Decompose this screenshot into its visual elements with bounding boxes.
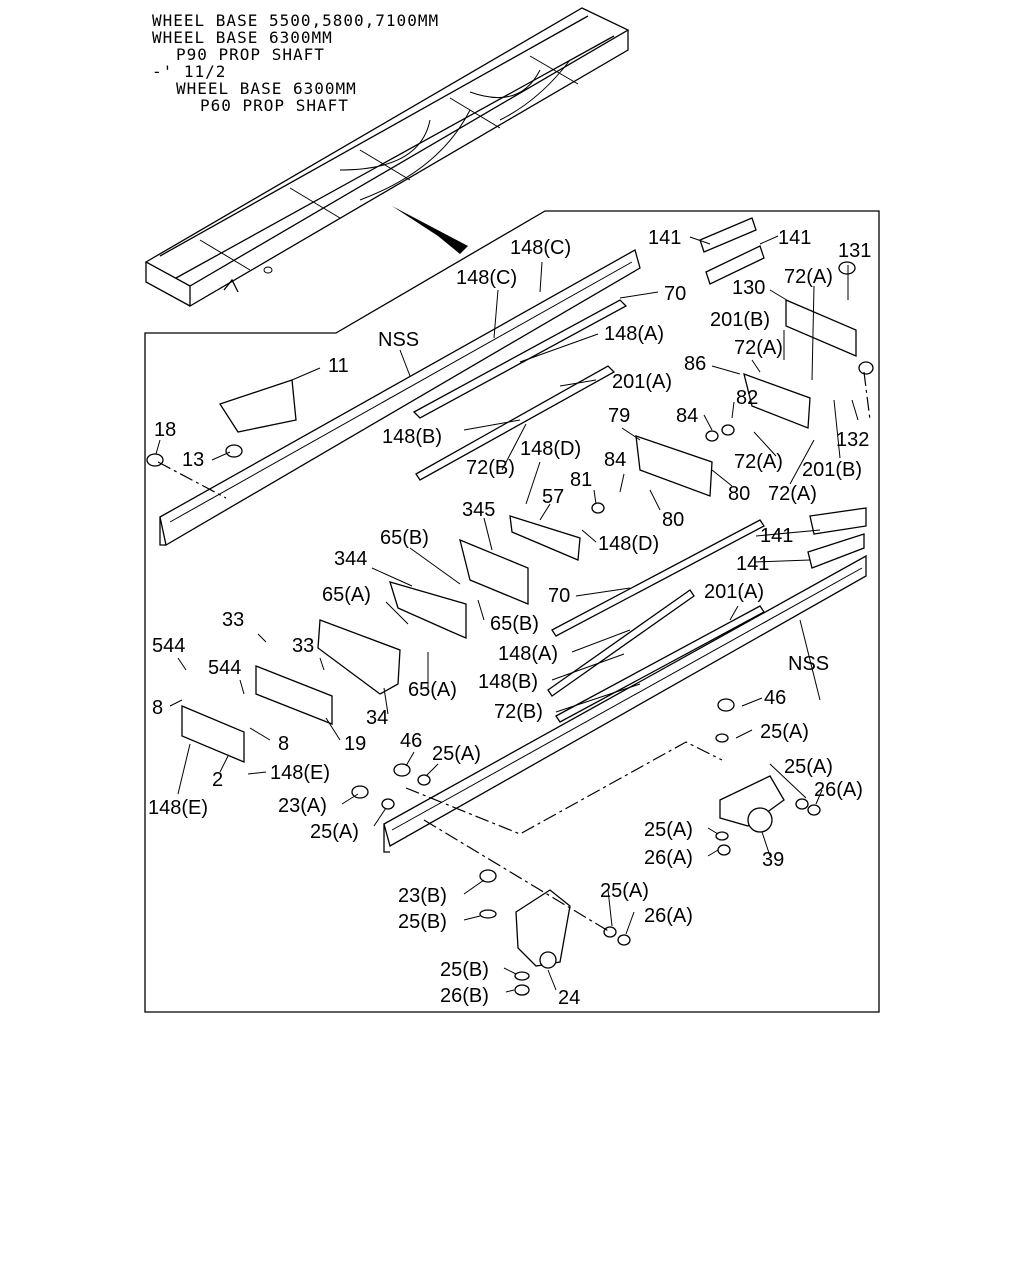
callout-label: 46 xyxy=(764,687,786,709)
cross-members xyxy=(181,217,867,969)
reinforcement-strips xyxy=(412,299,765,723)
callout-label: 26(B) xyxy=(440,985,489,1007)
callout-label: 2 xyxy=(212,769,223,791)
callout-label: 25(B) xyxy=(398,911,447,933)
header-line: -' 11/2 xyxy=(152,62,226,81)
callout-label: 72(A) xyxy=(768,483,817,505)
callout-label: 84 xyxy=(604,449,626,471)
callout-label: 23(A) xyxy=(278,795,327,817)
callout-label: 19 xyxy=(344,733,366,755)
callout-label: 25(A) xyxy=(432,743,481,765)
callout-label: 8 xyxy=(278,733,289,755)
callout-label: 34 xyxy=(366,707,388,729)
callout-label: 344 xyxy=(334,548,367,570)
callout-label: 39 xyxy=(762,849,784,871)
callout-label: 148(D) xyxy=(598,533,659,555)
callout-label: 141 xyxy=(648,227,681,249)
callout-label: 72(A) xyxy=(734,337,783,359)
header-line: P60 PROP SHAFT xyxy=(200,96,349,115)
callout-label: 201(A) xyxy=(704,581,764,603)
callout-label: 57 xyxy=(542,486,564,508)
callout-label: 25(A) xyxy=(310,821,359,843)
callout-label: 72(B) xyxy=(494,701,543,723)
header-line: WHEEL BASE 6300MM xyxy=(152,28,333,47)
header-line: WHEEL BASE 5500,5800,7100MM xyxy=(152,11,439,30)
callout-label: 201(A) xyxy=(612,371,672,393)
callout-label: 131 xyxy=(838,240,871,262)
callout-label: 148(C) xyxy=(510,237,571,259)
frame-overview xyxy=(144,7,630,308)
callout-label: 81 xyxy=(570,469,592,491)
callout-label: 345 xyxy=(462,499,495,521)
alignment-lines xyxy=(157,371,871,933)
callout-label: 80 xyxy=(728,483,750,505)
header-line: P90 PROP SHAFT xyxy=(176,45,325,64)
callout-label: 82 xyxy=(736,387,758,409)
callout-label: 70 xyxy=(548,585,570,607)
callout-label: 148(A) xyxy=(498,643,558,665)
callout-label: 18 xyxy=(154,419,176,441)
callout-label: 148(A) xyxy=(604,323,664,345)
callout-label: 148(E) xyxy=(270,762,330,784)
callout-label: 148(E) xyxy=(148,797,208,819)
callout-label: 86 xyxy=(684,353,706,375)
callout-label: 141 xyxy=(778,227,811,249)
callout-label: 201(B) xyxy=(710,309,770,331)
callout-label: 141 xyxy=(760,525,793,547)
callout-label: 23(B) xyxy=(398,885,447,907)
callout-label: 148(B) xyxy=(382,426,442,448)
callout-label: 11 xyxy=(328,355,349,377)
callout-label: 132 xyxy=(836,429,869,451)
callout-labels: 141 141 148(C) 148(C) 131 70 72(A) 130 N… xyxy=(148,227,871,1009)
header-line: WHEEL BASE 6300MM xyxy=(176,79,357,98)
callout-label: 46 xyxy=(400,730,422,752)
callout-label: NSS xyxy=(378,329,419,351)
callout-label: 24 xyxy=(558,987,580,1009)
callout-label: 141 xyxy=(736,553,769,575)
callout-label: 80 xyxy=(662,509,684,531)
callout-label: 148(B) xyxy=(478,671,538,693)
callout-label: 26(A) xyxy=(814,779,863,801)
side-rail-lower xyxy=(383,554,867,853)
callout-label: 130 xyxy=(732,277,765,299)
callout-label: 26(A) xyxy=(644,905,693,927)
callout-label: 65(A) xyxy=(408,679,457,701)
leader-lines xyxy=(155,235,859,993)
callout-label: 79 xyxy=(608,405,630,427)
detail-boundary xyxy=(144,210,880,1013)
callout-label: 72(A) xyxy=(784,266,833,288)
callout-label: 544 xyxy=(208,657,241,679)
callout-label: 148(C) xyxy=(456,267,517,289)
callout-label: 25(B) xyxy=(440,959,489,981)
callout-label: 65(A) xyxy=(322,584,371,606)
callout-label: 201(B) xyxy=(802,459,862,481)
callout-label: 26(A) xyxy=(644,847,693,869)
callout-label: 8 xyxy=(152,697,163,719)
callout-label: 148(D) xyxy=(520,438,581,460)
callout-label: 65(B) xyxy=(490,613,539,635)
callout-label: 84 xyxy=(676,405,698,427)
header-notes: WHEEL BASE 5500,5800,7100MM WHEEL BASE 6… xyxy=(152,11,439,115)
callout-label: 72(B) xyxy=(466,457,515,479)
callout-label: 65(B) xyxy=(380,527,429,549)
side-rail-upper xyxy=(159,249,641,547)
callout-label: 33 xyxy=(222,609,244,631)
callout-label: 13 xyxy=(182,449,204,471)
callout-label: 72(A) xyxy=(734,451,783,473)
callout-label: 70 xyxy=(664,283,686,305)
callout-label: 25(A) xyxy=(644,819,693,841)
callout-label: 25(A) xyxy=(760,721,809,743)
callout-label: 544 xyxy=(152,635,185,657)
callout-label: NSS xyxy=(788,653,829,675)
callout-label: 25(A) xyxy=(600,880,649,902)
callout-label: 33 xyxy=(292,635,314,657)
fasteners xyxy=(146,261,874,996)
callout-label: 25(A) xyxy=(784,756,833,778)
